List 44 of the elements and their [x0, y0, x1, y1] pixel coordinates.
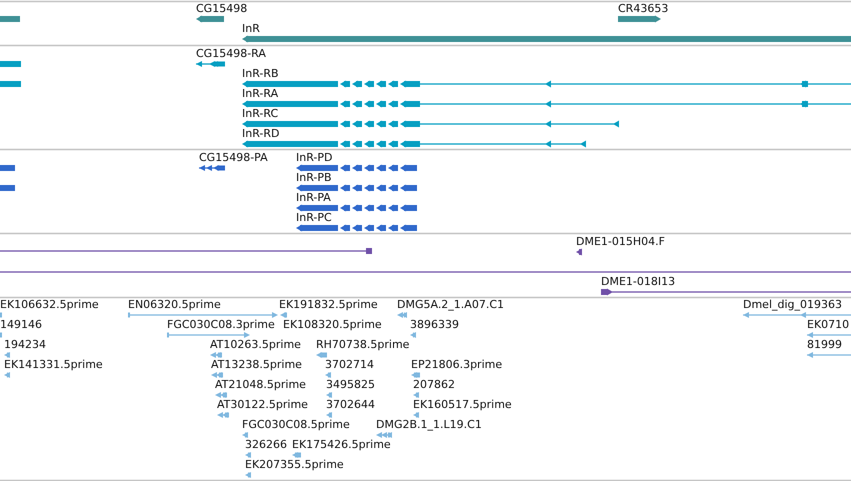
- feature-label: InR-RA: [242, 87, 278, 100]
- feature-label: 207862: [413, 378, 455, 391]
- feature-label: FGC030C08.3prime: [167, 318, 275, 331]
- feature-label: EK108320.5prime: [283, 318, 382, 331]
- feature-label: AT13238.5prime: [211, 358, 302, 371]
- feature-label: DMG2B.1_1.L19.C1: [376, 418, 482, 431]
- feature-label: InR-PC: [296, 211, 332, 224]
- feature-label: AT21048.5prime: [215, 378, 306, 391]
- feature-label: CG15498: [196, 2, 248, 15]
- feature-label: DMG5A.2_1.A07.C1: [397, 298, 504, 311]
- feature-label: AT30122.5prime: [217, 398, 308, 411]
- feature-label: CG15498-RA: [196, 47, 266, 60]
- feature-label: 149146: [0, 318, 42, 331]
- feature-label: EP21806.3prime: [411, 358, 502, 371]
- feature-label: InR-PA: [296, 191, 331, 204]
- feature-label: 81999: [807, 338, 842, 351]
- feature-label: InR-RD: [242, 127, 280, 140]
- feature-label: EK207355.5prime: [245, 458, 344, 471]
- feature-label: EK175426.5prime: [292, 438, 391, 451]
- feature-label: 3495825: [326, 378, 375, 391]
- feature-label: InR-RC: [242, 107, 278, 120]
- feature-label: CG15498-PA: [199, 151, 268, 164]
- feature-label: EK191832.5prime: [279, 298, 378, 311]
- feature-label: 194234: [4, 338, 46, 351]
- feature-label: AT10263.5prime: [210, 338, 301, 351]
- feature-label: RH70738.5prime: [316, 338, 410, 351]
- feature-label: InR-PB: [296, 171, 332, 184]
- feature-label: EK160517.5prime: [413, 398, 512, 411]
- feature-label: EN06320.5prime: [128, 298, 221, 311]
- feature-label: EK0710: [807, 318, 850, 331]
- feature-label: 3702644: [326, 398, 375, 411]
- feature-label: Dmel_dig_019363: [743, 298, 842, 311]
- feature-label: DME1-018I13: [601, 275, 676, 288]
- feature-label: DME1-015H04.F: [576, 235, 665, 248]
- feature-label: InR-RB: [242, 67, 279, 80]
- feature-label: 3702714: [325, 358, 374, 371]
- feature-label: 3896339: [410, 318, 459, 331]
- feature-label: FGC030C08.5prime: [242, 418, 350, 431]
- feature-label: 326266: [245, 438, 287, 451]
- feature-label: InR-PD: [296, 151, 332, 164]
- feature-label: EK141331.5prime: [4, 358, 103, 371]
- feature-label: EK106632.5prime: [0, 298, 99, 311]
- feature-label: InR: [242, 22, 260, 35]
- feature-label: CR43653: [618, 2, 668, 15]
